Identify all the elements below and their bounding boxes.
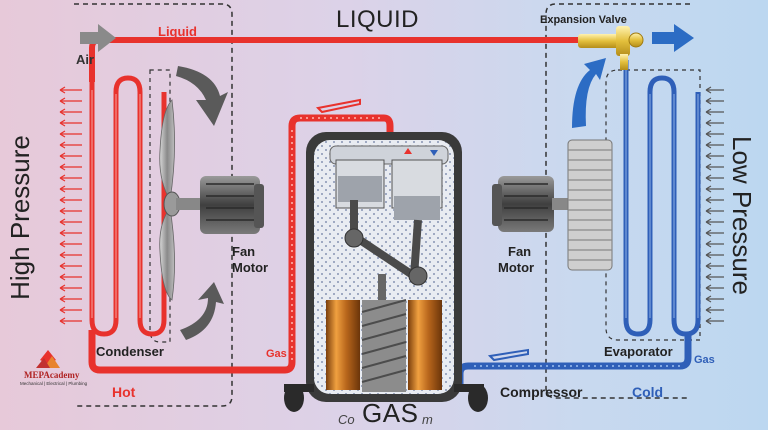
mepacademy-logo-mark: [36, 350, 60, 368]
cold-label: Cold: [632, 384, 664, 400]
fan-airflow-arrow-top: [176, 66, 228, 126]
condenser-fan: [159, 99, 202, 301]
evaporator-airflow-arrow: [572, 58, 606, 128]
expansion-valve: [578, 26, 644, 70]
compressor-label: Compressor: [500, 384, 583, 400]
compressor: [284, 132, 488, 412]
evaporator-label: Evaporator: [604, 344, 673, 359]
caption-right-fragment: m: [422, 412, 433, 427]
liquid-heading: LIQUID: [336, 6, 420, 33]
caption-left-fragment: Co: [338, 412, 355, 427]
air-label: Air: [76, 52, 95, 67]
gas-heading: GAS: [362, 398, 419, 428]
evaporator-inner-enclosure: [605, 69, 701, 341]
evaporator-fan-motor: [492, 176, 572, 232]
valve-outlet-arrow: [652, 24, 694, 52]
fan-motor-right-label-1: Fan: [508, 244, 532, 259]
fan-motor-left-label-2: Motor: [232, 260, 269, 275]
suction-flow-arrow: [487, 348, 529, 362]
expansion-valve-label: Expansion Valve: [540, 14, 627, 26]
liquid-line: [89, 37, 600, 82]
fan-airflow-arrow-bottom: [180, 282, 224, 340]
hot-gas-flow-arrow: [315, 98, 361, 114]
air-inlet-arrow: [80, 24, 116, 52]
logo-tagline: Mechanical | Electrical | Plumbing: [20, 381, 88, 386]
hot-label: Hot: [112, 384, 136, 400]
fan-motor-left-label-1: Fan: [232, 244, 256, 259]
low-pressure-label: Low Pressure: [726, 136, 757, 295]
evaporator-coil: [623, 60, 701, 337]
gas-line-left-label: Gas: [266, 348, 287, 360]
gas-line-right-label: Gas: [694, 354, 715, 366]
liquid-line-label: Liquid: [158, 24, 197, 39]
fan-motor-right-label-2: Motor: [498, 260, 535, 275]
condenser-coil-lines: [91, 90, 141, 318]
condenser-coil: [89, 75, 167, 337]
condenser-fan-motor: [200, 176, 264, 234]
evaporator-blower: [567, 139, 613, 271]
condenser-label: Condenser: [96, 344, 164, 359]
high-pressure-label: High Pressure: [4, 135, 35, 300]
logo-name: MEPAcademy: [24, 370, 80, 380]
